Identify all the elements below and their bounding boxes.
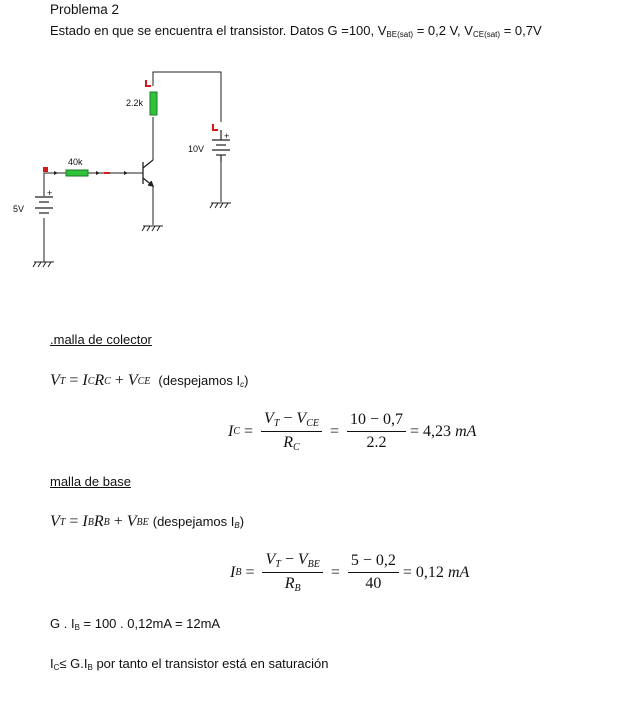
- saturation-conclusion: IC≤ G.IB por tanto el transistor está en…: [50, 656, 329, 672]
- collector-resistor: [149, 91, 158, 116]
- collector-mesh-heading: .malla de colector: [50, 332, 152, 347]
- base-mesh-heading: malla de base: [50, 474, 131, 489]
- problem-title: Problema 2: [50, 2, 120, 17]
- vbb-label: 5V: [13, 204, 24, 214]
- base-resistor: [65, 169, 89, 177]
- rb-label: 40k: [68, 157, 83, 167]
- vcc-label: 10V: [188, 144, 204, 154]
- circuit-diagram: 2.2k 40k 10V 5V + +: [13, 71, 231, 268]
- problem-statement: Estado en que se encuentra el transistor…: [50, 23, 542, 39]
- vcc-plus: +: [224, 131, 229, 141]
- probe-markers: [145, 80, 218, 131]
- wire-base: [43, 172, 66, 183]
- gain-times-base-current: G . IB = 100 . 0,12mA = 12mA: [50, 616, 221, 632]
- vcc-battery: [212, 130, 230, 162]
- wire-top: [152, 71, 222, 122]
- vbb-plus: +: [47, 188, 52, 198]
- vbb-battery: [35, 196, 53, 214]
- transistor-symbol: [142, 159, 155, 187]
- ground-symbols: [32, 202, 231, 268]
- rc-label: 2.2k: [126, 98, 144, 108]
